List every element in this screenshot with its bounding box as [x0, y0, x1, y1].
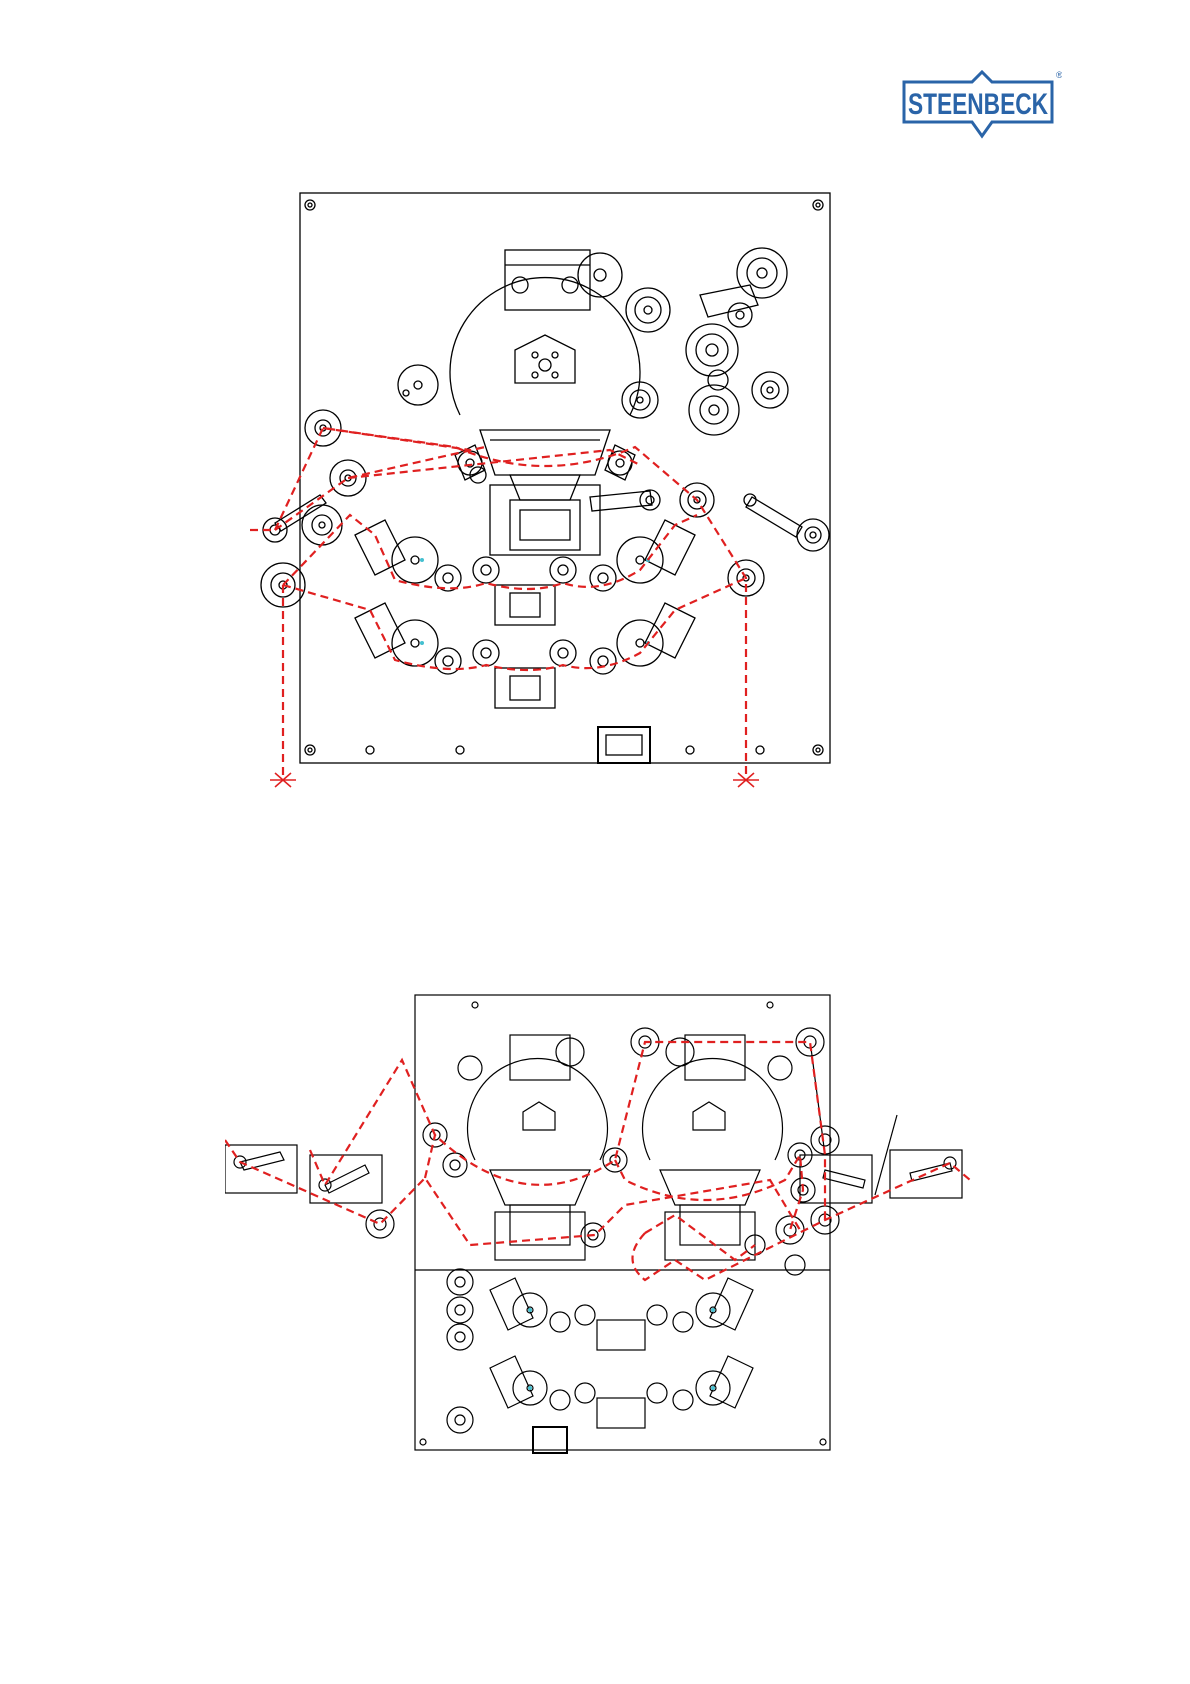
lower-sprocket-row: [355, 603, 695, 708]
top-threading-diagram: [230, 185, 870, 805]
upper-sprocket-row: [355, 520, 695, 625]
steenbeck-logo: STEENBECK ®: [902, 70, 1062, 140]
bottom-threading-diagram: [225, 980, 1045, 1460]
control-block-dual: [533, 1427, 567, 1453]
bottom-film-path: [225, 1042, 970, 1280]
logo-text: STEENBECK: [908, 88, 1048, 121]
left-head-housing: [468, 1058, 608, 1160]
machine-panel-dual: [415, 995, 830, 1450]
right-head-housing: [643, 1058, 783, 1160]
registered-mark: ®: [1056, 70, 1062, 80]
picture-head-housing: [450, 278, 640, 415]
top-film-path: [250, 428, 746, 780]
